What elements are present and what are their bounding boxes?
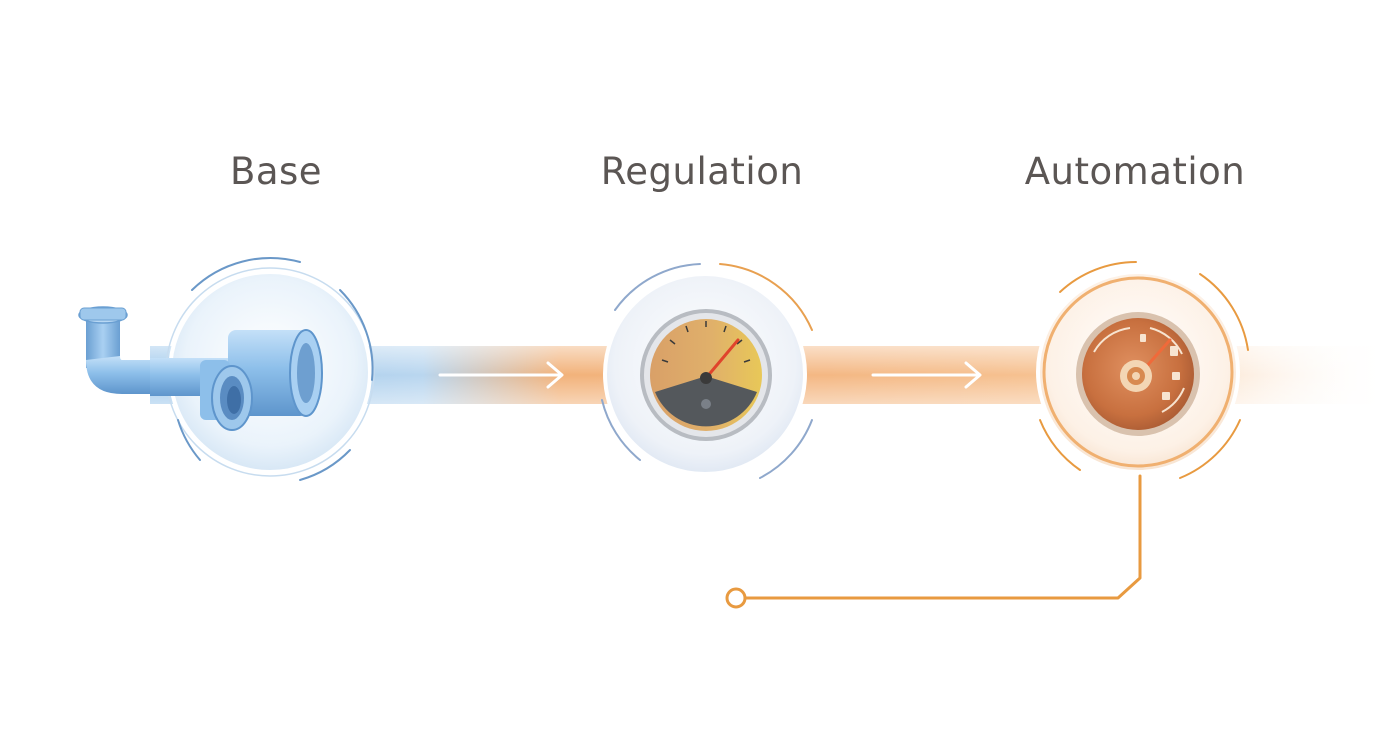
stage-node-base (78, 257, 375, 481)
stage-label-base: Base (229, 150, 323, 193)
stage-label-regulation: Regulation (600, 150, 804, 193)
ring-arcs (1039, 261, 1249, 479)
flow-arrow-2 (871, 361, 982, 389)
pipe-fitting-icon (78, 306, 323, 431)
ring-arcs (177, 257, 374, 481)
flow-arrow-1 (438, 361, 564, 389)
ring-arcs (601, 263, 813, 479)
stage-label-automation: Automation (1024, 150, 1246, 193)
pressure-gauge-icon (640, 309, 772, 441)
stage-node-regulation (601, 263, 813, 479)
smart-dial-icon (1076, 312, 1200, 436)
feedback-connector (725, 474, 1142, 609)
stage-node-automation (1036, 261, 1249, 479)
